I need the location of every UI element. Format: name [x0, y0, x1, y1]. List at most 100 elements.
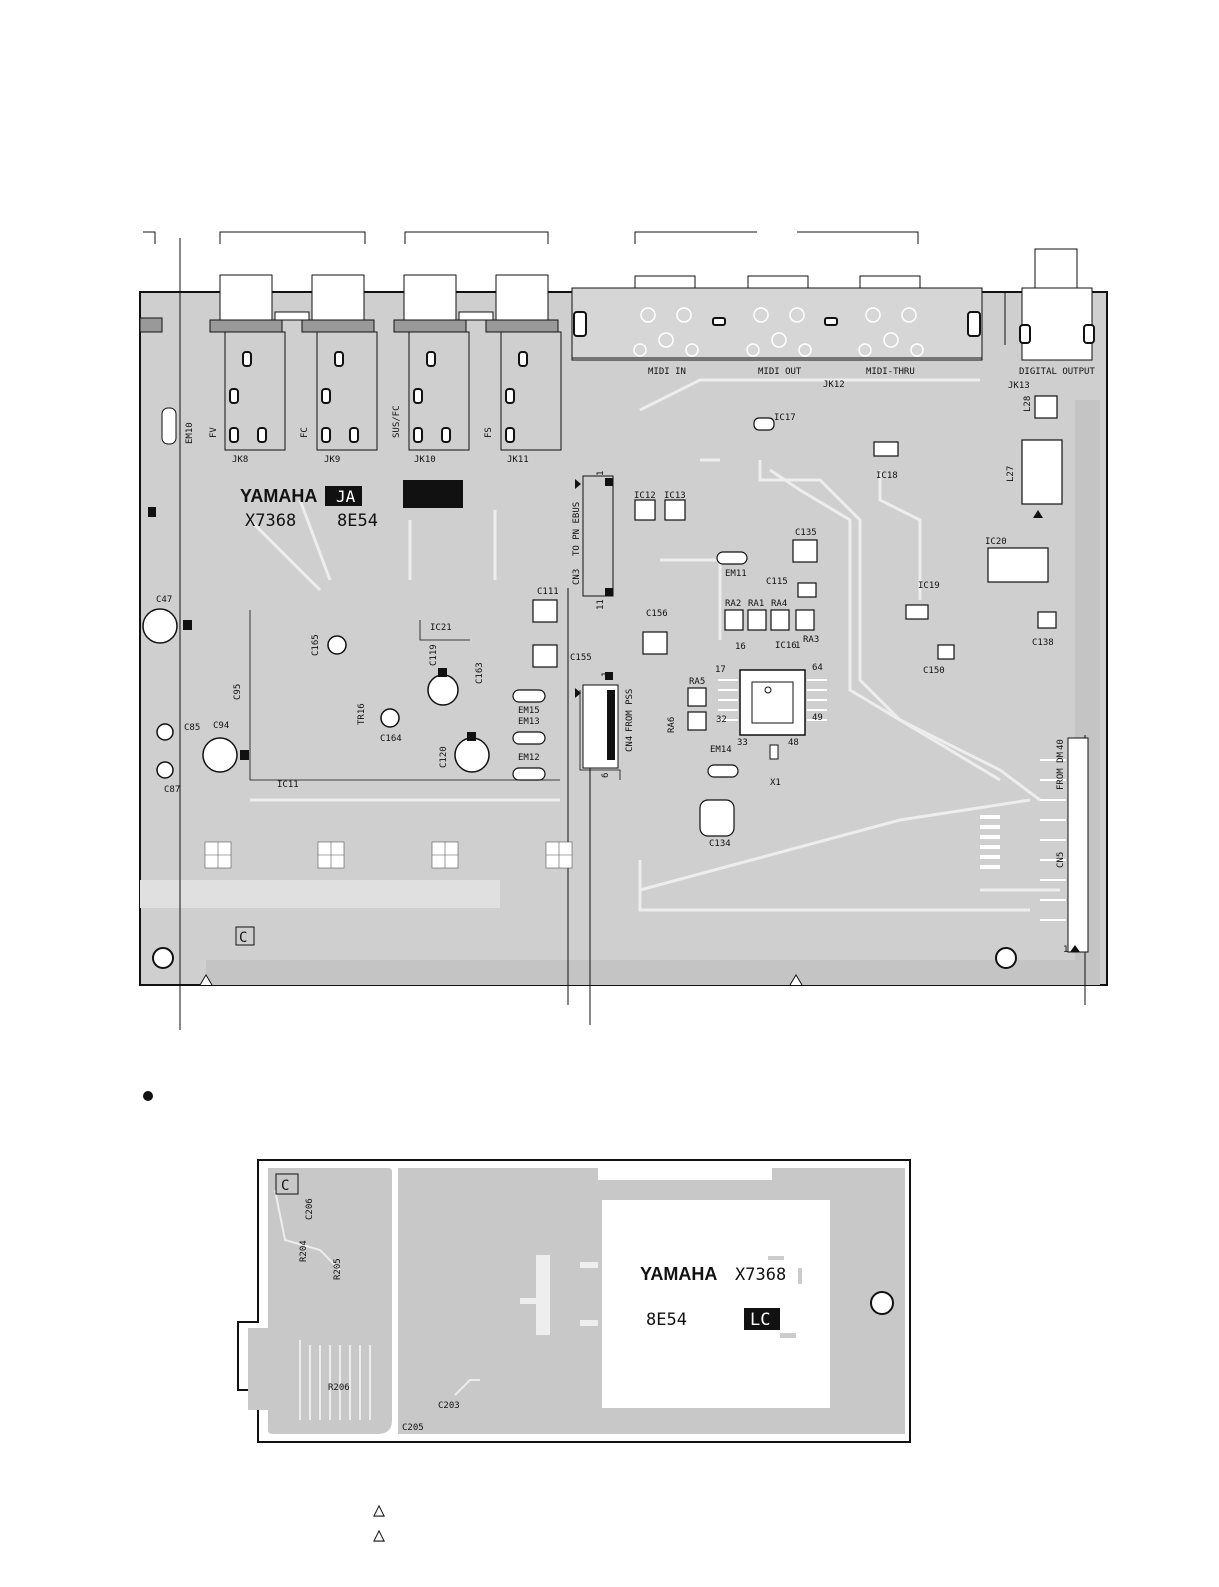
pin-label: 1 — [596, 471, 606, 476]
component-label: RA5 — [689, 677, 705, 687]
revision-top: 8E54 — [337, 511, 378, 531]
component-label: L28 — [1023, 396, 1033, 412]
cn4-label: CN4 — [625, 736, 635, 752]
code-badge-top: JA — [336, 487, 356, 506]
chip-pin-label: 16 — [735, 642, 746, 652]
pin-label: 6 — [601, 773, 611, 778]
component-label: IC18 — [876, 471, 898, 481]
pin-label: 11 — [596, 599, 606, 610]
component-label: R205 — [333, 1258, 343, 1280]
component-label: C156 — [646, 609, 668, 619]
component-label: IC21 — [430, 623, 452, 633]
cn4-desc: FROM PSS — [625, 689, 635, 732]
jack-jk9 — [301, 274, 378, 451]
component-label: C164 — [380, 734, 402, 744]
component-label: L27 — [1006, 466, 1016, 482]
brand-logo-bottom: YAMAHA — [640, 1264, 717, 1284]
component-label: IC13 — [664, 491, 686, 501]
component-label: C120 — [439, 746, 449, 768]
component-label: EM15 — [518, 706, 540, 716]
component-label: C119 — [429, 644, 439, 666]
jack-label: JK10 — [414, 455, 436, 465]
component-label: C135 — [795, 528, 817, 538]
component-label: C47 — [156, 595, 172, 605]
pin-label: 1 — [601, 672, 611, 677]
pin-label: 1 — [1063, 945, 1068, 955]
component-label: RA3 — [803, 635, 819, 645]
jack-label: JK8 — [232, 455, 248, 465]
chip-pin-label: 1 — [795, 641, 800, 651]
jack-label: JK9 — [324, 455, 340, 465]
component-label: X1 — [770, 778, 781, 788]
jack-jk10 — [393, 274, 470, 451]
component-label: RA1 — [748, 599, 764, 609]
cn5-desc: FROM DM — [1056, 751, 1066, 790]
jack-side-label: FC — [300, 427, 310, 438]
component-label: IC20 — [985, 537, 1007, 547]
pin-label: 40 — [1056, 739, 1066, 750]
board-letter-top: C — [239, 930, 247, 946]
digital-output-ref: JK13 — [1008, 381, 1030, 391]
midi-connector-jk12 — [571, 275, 983, 361]
digital-output-label: DIGITAL OUTPUT — [1019, 367, 1095, 377]
code-badge-bottom: LC — [750, 1310, 770, 1330]
component-label: C87 — [164, 785, 180, 795]
component-label: IC16 — [775, 641, 797, 651]
chip-pin-label: 48 — [788, 738, 799, 748]
cn3-label: CN3 — [572, 569, 582, 585]
triangle-mark: △ — [373, 1497, 385, 1521]
component-label: C205 — [402, 1423, 424, 1433]
triangle-mark: △ — [373, 1522, 385, 1546]
component-label: IC19 — [918, 581, 940, 591]
jack-side-label: FS — [484, 427, 494, 438]
main-ic — [718, 669, 827, 736]
chip-pin-label: 32 — [716, 715, 727, 725]
component-label: EM12 — [518, 753, 540, 763]
component-label: TR16 — [357, 703, 367, 725]
component-label: EM11 — [725, 569, 747, 579]
cn5-label: CN5 — [1056, 852, 1066, 868]
component-label: R206 — [328, 1383, 350, 1393]
midi-out-label: MIDI OUT — [758, 367, 802, 377]
midi-thru-label: MIDI-THRU — [866, 367, 915, 377]
component-label: C134 — [709, 839, 731, 849]
component-label: C203 — [438, 1401, 460, 1411]
component-label: C155 — [570, 653, 592, 663]
jack-label: JK11 — [507, 455, 529, 465]
chip-pin-label: 64 — [812, 663, 823, 673]
digital-output-jack-jk13 — [1004, 248, 1095, 361]
part-number-top: X7368 — [245, 511, 296, 531]
component-label: C206 — [305, 1198, 315, 1220]
component-label: C111 — [537, 587, 559, 597]
jack-side-label: SUS/FC — [392, 405, 402, 438]
chip-pin-label: 17 — [715, 665, 726, 675]
component-label: IC11 — [277, 780, 299, 790]
component-label: RA6 — [667, 717, 677, 733]
component-label: C95 — [233, 684, 243, 700]
component-label: EM13 — [518, 717, 540, 727]
section-bullet — [143, 1091, 153, 1101]
component-label: EM14 — [710, 745, 732, 755]
board-letter-bottom: C — [281, 1178, 289, 1194]
component-label: C85 — [184, 723, 200, 733]
component-label: RA4 — [771, 599, 787, 609]
jack-side-label: FV — [209, 427, 219, 438]
component-label: C94 — [213, 721, 229, 731]
cn3-desc: TO PN EBUS — [572, 502, 582, 556]
chip-pin-label: 33 — [737, 738, 748, 748]
component-label: RA2 — [725, 599, 741, 609]
component-label: C163 — [475, 662, 485, 684]
midi-in-label: MIDI IN — [648, 367, 686, 377]
brand-logo-top: YAMAHA — [240, 486, 317, 506]
component-label: R204 — [299, 1240, 309, 1262]
component-label: EM10 — [185, 422, 195, 444]
bottom-board: YAMAHA X7368 8E54 LC C C206 R204 R205 R2… — [237, 1159, 911, 1443]
component-label: IC17 — [774, 413, 796, 423]
part-number-bottom: X7368 — [735, 1265, 786, 1285]
component-label: C150 — [923, 666, 945, 676]
top-board: YAMAHA JA X7368 8E54 C JK8 JK9 JK10 JK11… — [139, 231, 1108, 1030]
component-label: C115 — [766, 577, 788, 587]
component-label: C165 — [311, 634, 321, 656]
component-label: C138 — [1032, 638, 1054, 648]
